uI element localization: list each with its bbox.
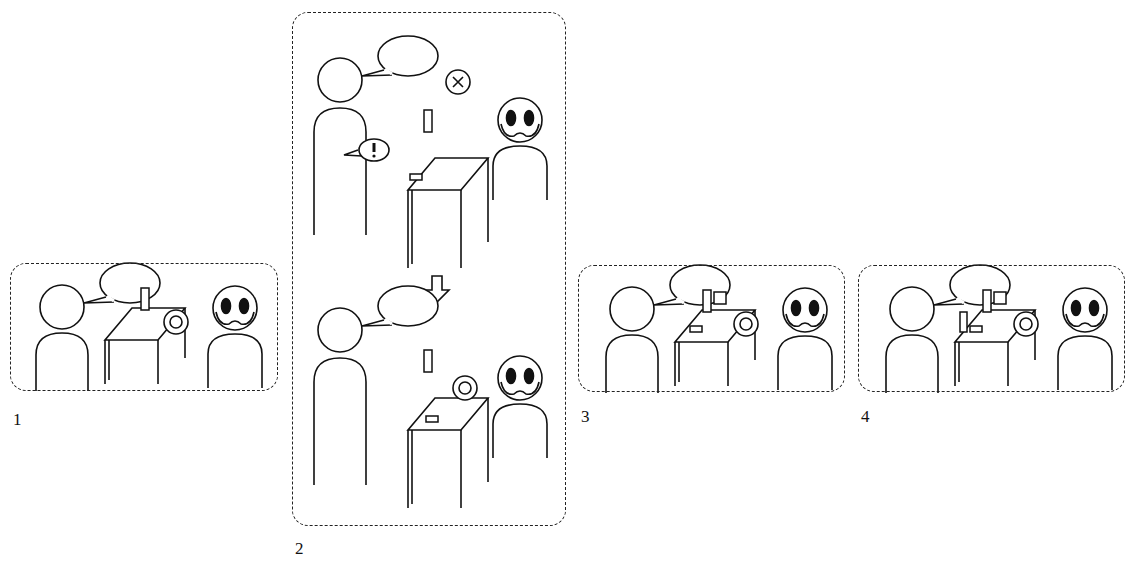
- comic-panel: 2: [292, 12, 566, 526]
- comic-panel: 4: [858, 265, 1125, 392]
- comic-panel: 1: [10, 263, 278, 391]
- panel-number: 1: [13, 410, 22, 430]
- comic-panel: 3: [578, 265, 845, 392]
- panel-number: 2: [295, 539, 304, 559]
- panel-number: 4: [861, 407, 870, 427]
- panel-number: 3: [581, 407, 590, 427]
